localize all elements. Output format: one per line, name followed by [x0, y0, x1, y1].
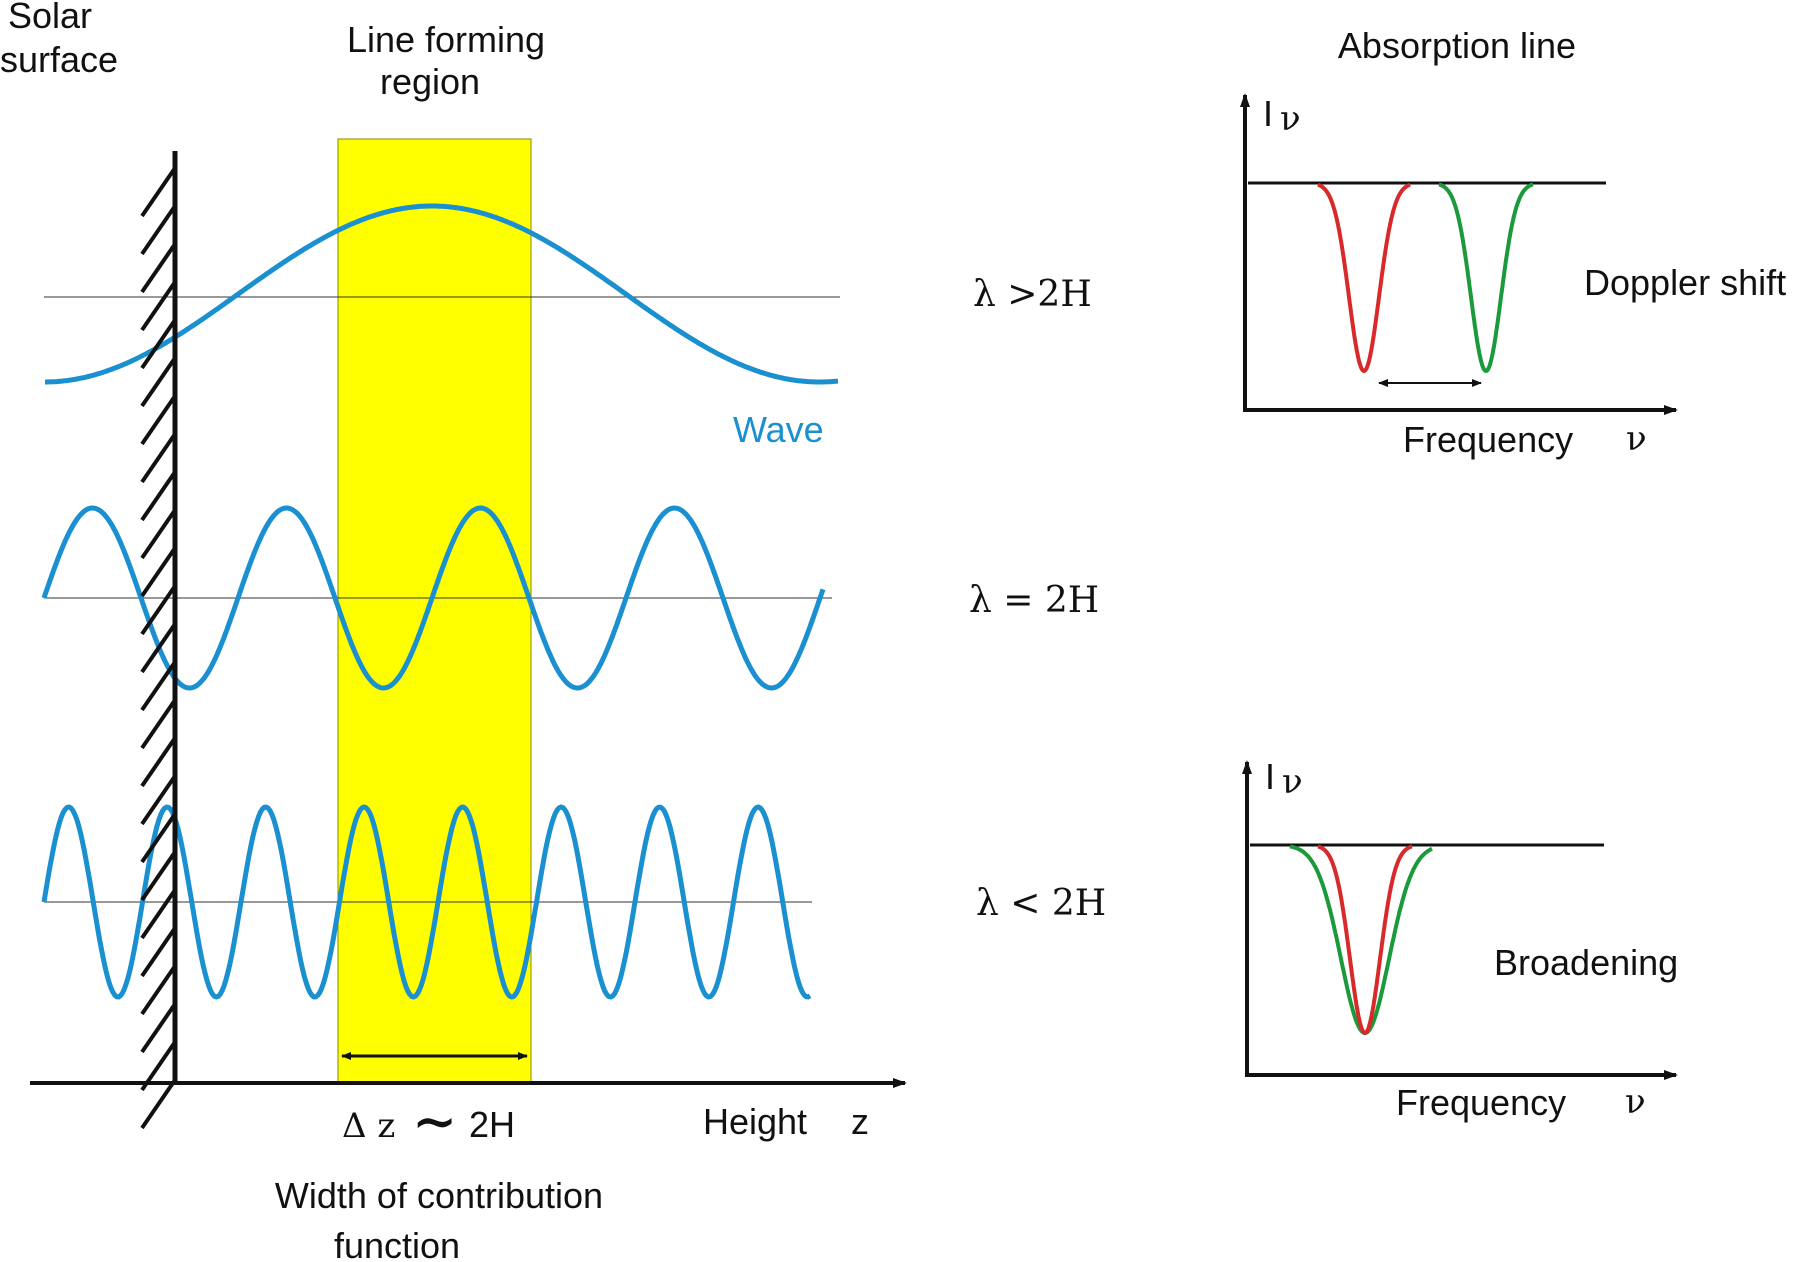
delta-z-label: Δ z — [342, 1106, 395, 1146]
top-frequency-nu: ν — [1626, 419, 1647, 459]
wall-hatch-mark — [140, 584, 177, 636]
lambda-less-label: λ < 2H — [976, 883, 1106, 924]
wall-hatch-mark — [140, 926, 177, 978]
line-forming-label-line1: Line forming — [347, 19, 545, 60]
wall-hatch-mark — [140, 812, 177, 864]
wall-hatch-mark — [140, 1078, 177, 1130]
wall-hatch-mark — [140, 698, 177, 750]
wall-hatch-mark — [140, 166, 177, 218]
wall-hatch-mark — [140, 736, 177, 788]
solar-surface-label-line2: surface — [0, 39, 118, 80]
wall-hatch-mark — [140, 622, 177, 674]
wall-hatch-mark — [140, 546, 177, 598]
wall-hatch-mark — [140, 394, 177, 446]
solar-surface-wall — [140, 151, 178, 1130]
wall-hatch-mark — [140, 1002, 177, 1054]
wall-hatch-mark — [140, 964, 177, 1016]
line-forming-region — [337, 138, 532, 1084]
wall-hatch-mark — [140, 660, 177, 712]
bottom-red-profile — [1317, 844, 1413, 1036]
broadening-label: Broadening — [1494, 942, 1678, 983]
top-green-profile — [1438, 182, 1534, 374]
bottom-frequency-nu: ν — [1625, 1082, 1646, 1122]
absorption-line-title: Absorption line — [1338, 25, 1576, 66]
top-intensity-label-I: I — [1263, 93, 1273, 134]
wall-hatch-mark — [140, 508, 177, 560]
bottom-intensity-label-nu: ν — [1282, 762, 1303, 802]
width-contribution-label-line1: Width of contribution — [275, 1175, 603, 1216]
doppler-shift-label: Doppler shift — [1584, 262, 1786, 303]
wave-short-curve — [41, 804, 812, 1000]
line-forming-label-line2: region — [380, 61, 480, 102]
wall-hatch-mark — [140, 280, 177, 332]
wall-hatch-mark — [140, 774, 177, 826]
height-label: Height — [703, 1101, 807, 1142]
wall-hatch-mark — [140, 888, 177, 940]
two-h-label: 2H — [469, 1104, 515, 1145]
width-contribution-label-line2: function — [334, 1225, 460, 1262]
bottom-intensity-label-I: I — [1265, 756, 1275, 797]
tilde-symbol: ∼ — [412, 1089, 457, 1153]
wall-hatch-mark — [140, 204, 177, 256]
wall-hatch-mark — [140, 318, 177, 370]
wall-hatch-mark — [140, 356, 177, 408]
top-frequency-label: Frequency — [1403, 419, 1573, 460]
bottom-frequency-label: Frequency — [1396, 1082, 1566, 1123]
wave-label: Wave — [733, 409, 824, 450]
lambda-greater-label: λ >2H — [973, 274, 1092, 315]
lambda-equal-label: λ = 2H — [969, 580, 1099, 621]
bottom-green-profile — [1289, 844, 1433, 1035]
wall-hatch-mark — [140, 850, 177, 902]
solar-surface-label-line1: Solar — [8, 0, 92, 36]
wall-hatch-mark — [140, 432, 177, 484]
wall-hatch-mark — [140, 470, 177, 522]
top-red-profile — [1317, 182, 1411, 374]
wall-hatch-mark — [140, 242, 177, 294]
height-variable: z — [851, 1101, 869, 1142]
top-intensity-label-nu: ν — [1280, 99, 1301, 139]
